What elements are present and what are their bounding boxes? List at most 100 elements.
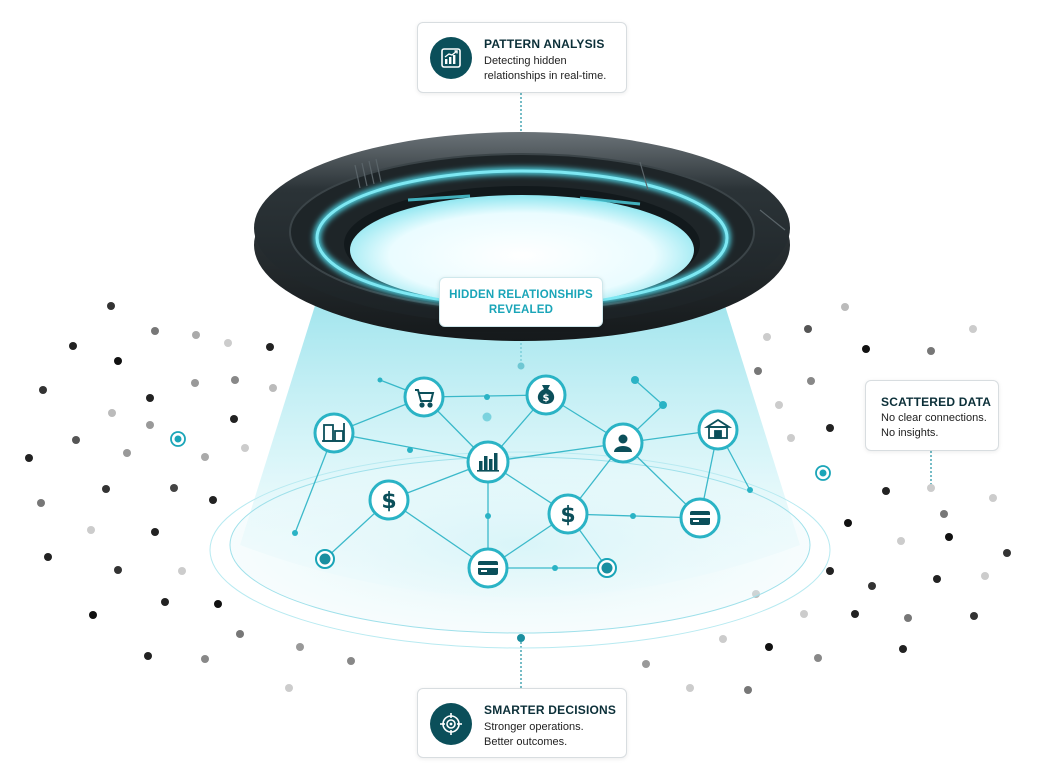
scatter-dot — [69, 342, 77, 350]
scatter-dot — [151, 327, 159, 335]
connector-dot-bottom — [517, 634, 525, 642]
node-money-bag: $ — [525, 374, 567, 416]
scatter-dot — [775, 401, 783, 409]
scatter-dot — [981, 572, 989, 580]
network-small-dots — [292, 376, 753, 571]
scatter-dot — [686, 684, 694, 692]
hidden-relationships-line-2: REVEALED — [488, 304, 554, 316]
scatter-dot — [765, 643, 773, 651]
scatter-dot — [114, 357, 122, 365]
scatter-dot — [296, 643, 304, 651]
scatter-dot — [897, 537, 905, 545]
scatter-dot — [347, 657, 355, 665]
money-bag-icon: $ — [537, 385, 555, 404]
scatter-dot — [826, 567, 834, 575]
scatter-dot — [161, 598, 169, 606]
svg-text:$: $ — [543, 393, 550, 404]
scatter-dot — [989, 494, 997, 502]
bar-chart-icon — [477, 453, 499, 472]
node-inventory — [313, 412, 355, 454]
scatter-dot — [269, 384, 277, 392]
scatter-dot — [89, 611, 97, 619]
scatter-dot — [787, 434, 795, 442]
scatter-dot — [201, 453, 209, 461]
scatter-dot — [904, 614, 912, 622]
scatter-dot — [285, 684, 293, 692]
scatter-dot — [927, 484, 935, 492]
scatter-dot — [868, 582, 876, 590]
scatter-dot — [940, 510, 948, 518]
node-card-right — [679, 497, 721, 539]
node-card-bottom — [467, 547, 509, 589]
scatter-dot — [37, 499, 45, 507]
scatter-dot — [231, 376, 239, 384]
dollar-icon: $ — [381, 489, 396, 514]
beam-base-outer-ring — [209, 451, 831, 649]
smarter-decisions-line-1: Stronger operations. — [484, 721, 584, 733]
pattern-analysis-line-2: relationships in real-time. — [484, 70, 607, 82]
hidden-relationships-label: HIDDEN RELATIONSHIPS REVEALED — [439, 277, 603, 327]
scatter-dot — [114, 566, 122, 574]
user-icon — [614, 434, 632, 452]
chart-growth-icon — [441, 48, 461, 68]
scattered-data-card: SCATTERED DATA No clear connections. No … — [865, 380, 999, 451]
smarter-decisions-line-2: Better outcomes. — [484, 736, 568, 748]
node-store — [697, 409, 739, 451]
scatter-dot — [862, 345, 870, 353]
scatter-dot — [39, 386, 47, 394]
scanner-ring — [254, 132, 790, 341]
scatter-dot — [719, 635, 727, 643]
scatter-dot — [814, 654, 822, 662]
scatter-dot — [192, 331, 200, 339]
target-icon — [440, 713, 462, 735]
scatter-dot — [841, 303, 849, 311]
smarter-decisions-card: SMARTER DECISIONS Stronger operations. B… — [417, 688, 627, 758]
scatter-dot — [224, 339, 232, 347]
scattered-data-line-1: No clear connections. — [881, 412, 987, 424]
scatter-dot — [44, 553, 52, 561]
store-icon — [703, 418, 733, 439]
smarter-decisions-badge — [430, 703, 472, 745]
smarter-decisions-title: SMARTER DECISIONS — [484, 703, 617, 717]
scatter-dot — [844, 519, 852, 527]
scatter-dot — [102, 485, 110, 493]
scatter-dot — [201, 655, 209, 663]
scatter-dot — [970, 612, 978, 620]
scatter-dot — [804, 325, 812, 333]
hidden-relationships-line-1: HIDDEN RELATIONSHIPS — [449, 289, 593, 301]
scatter-dot — [800, 610, 808, 618]
scatter-dot — [191, 379, 199, 387]
shopping-cart-icon — [415, 389, 435, 408]
node-user — [602, 422, 644, 464]
scatter-dot — [107, 302, 115, 310]
scatter-dot — [87, 526, 95, 534]
scatter-dot — [744, 686, 752, 694]
scatter-dot — [1003, 549, 1011, 557]
scatter-dot — [969, 325, 977, 333]
scatter-dot — [851, 610, 859, 618]
scattered-data-title: SCATTERED DATA — [881, 395, 992, 409]
scatter-dot — [151, 528, 159, 536]
scatter-dot — [230, 415, 238, 423]
credit-card-icon — [690, 511, 710, 525]
scatter-dot — [214, 600, 222, 608]
node-cart — [403, 376, 445, 418]
scatter-dot — [146, 421, 154, 429]
scatter-dot — [927, 347, 935, 355]
node-dollar-right: $ — [547, 493, 589, 535]
node-dollar-left: $ — [368, 479, 410, 521]
scatter-dot — [178, 567, 186, 575]
scatter-dot — [945, 533, 953, 541]
scatter-dot — [899, 645, 907, 653]
credit-card-icon — [478, 561, 498, 575]
node-bar-chart — [466, 440, 510, 484]
scatter-dot — [763, 333, 771, 341]
scatter-dot — [108, 409, 116, 417]
scatter-dot — [146, 394, 154, 402]
scatter-dot — [144, 652, 152, 660]
scattered-data-line-2: No insights. — [881, 427, 939, 439]
dollar-icon: $ — [560, 503, 575, 528]
scatter-dot — [642, 660, 650, 668]
scatter-dot — [209, 496, 217, 504]
